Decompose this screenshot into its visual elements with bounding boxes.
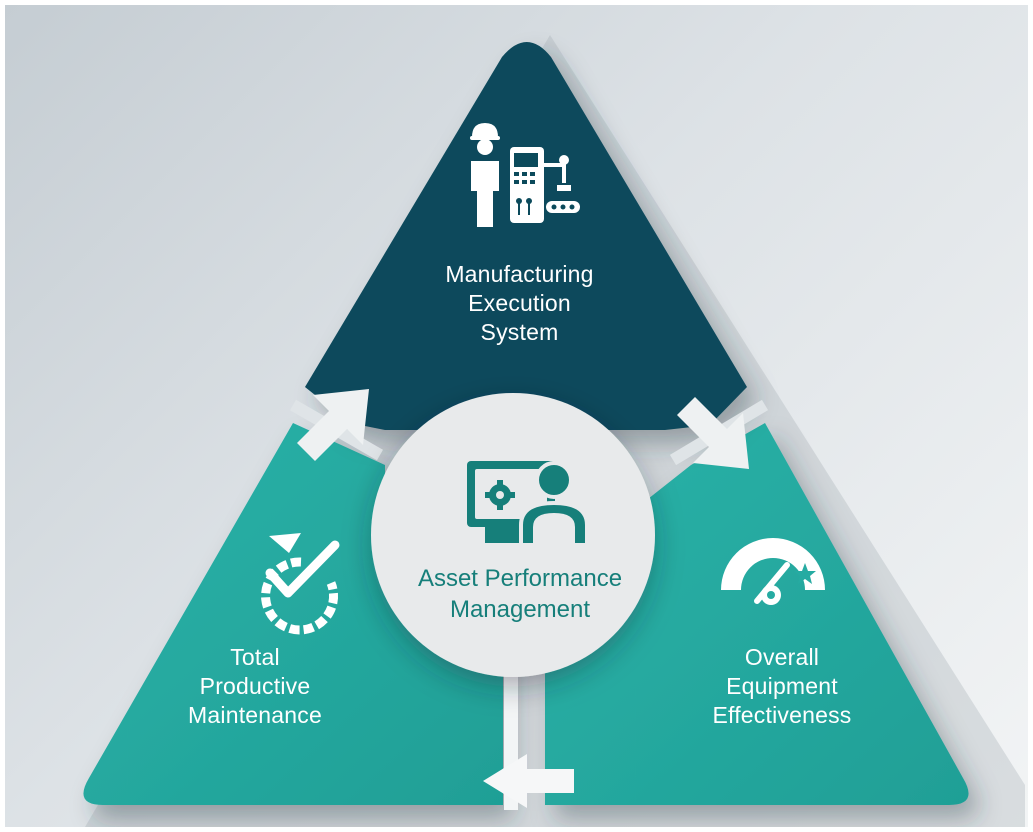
left-label-line-1: Total — [230, 644, 280, 670]
arrow-down-right-icon — [677, 397, 749, 469]
top-label-line-1: Manufacturing — [445, 261, 594, 287]
worker-machine-icon — [470, 123, 580, 227]
gauge-star-icon — [721, 538, 825, 605]
right-label-line-1: Overall — [744, 644, 820, 670]
diagram-background: Manufacturing Execution System Total Pro… — [5, 5, 1028, 827]
left-label-line-2: Productive — [199, 673, 311, 699]
total-productive-maintenance-label: Total Productive Maintenance — [140, 643, 370, 730]
right-label-line-2: Equipment — [726, 673, 838, 699]
apm-triangle-diagram — [83, 35, 1025, 827]
top-label-line-2: Execution — [468, 290, 571, 316]
top-panel — [305, 42, 747, 430]
center-label-line-1: Asset Performance — [417, 565, 623, 592]
left-label-line-3: Maintenance — [188, 702, 322, 728]
overall-equipment-effectiveness-label: Overall Equipment Effectiveness — [667, 643, 897, 730]
right-label-line-3: Effectiveness — [712, 702, 852, 728]
arrow-left-icon — [483, 754, 574, 808]
arrow-up-right-icon — [297, 389, 369, 461]
clock-check-icon — [261, 533, 340, 635]
asset-performance-management-label: Asset Performance Management — [375, 563, 665, 625]
center-label-line-2: Management — [449, 596, 591, 623]
manufacturing-execution-system-label: Manufacturing Execution System — [387, 260, 652, 347]
monitor-user-icon — [467, 461, 589, 547]
top-label-line-3: System — [480, 319, 559, 345]
